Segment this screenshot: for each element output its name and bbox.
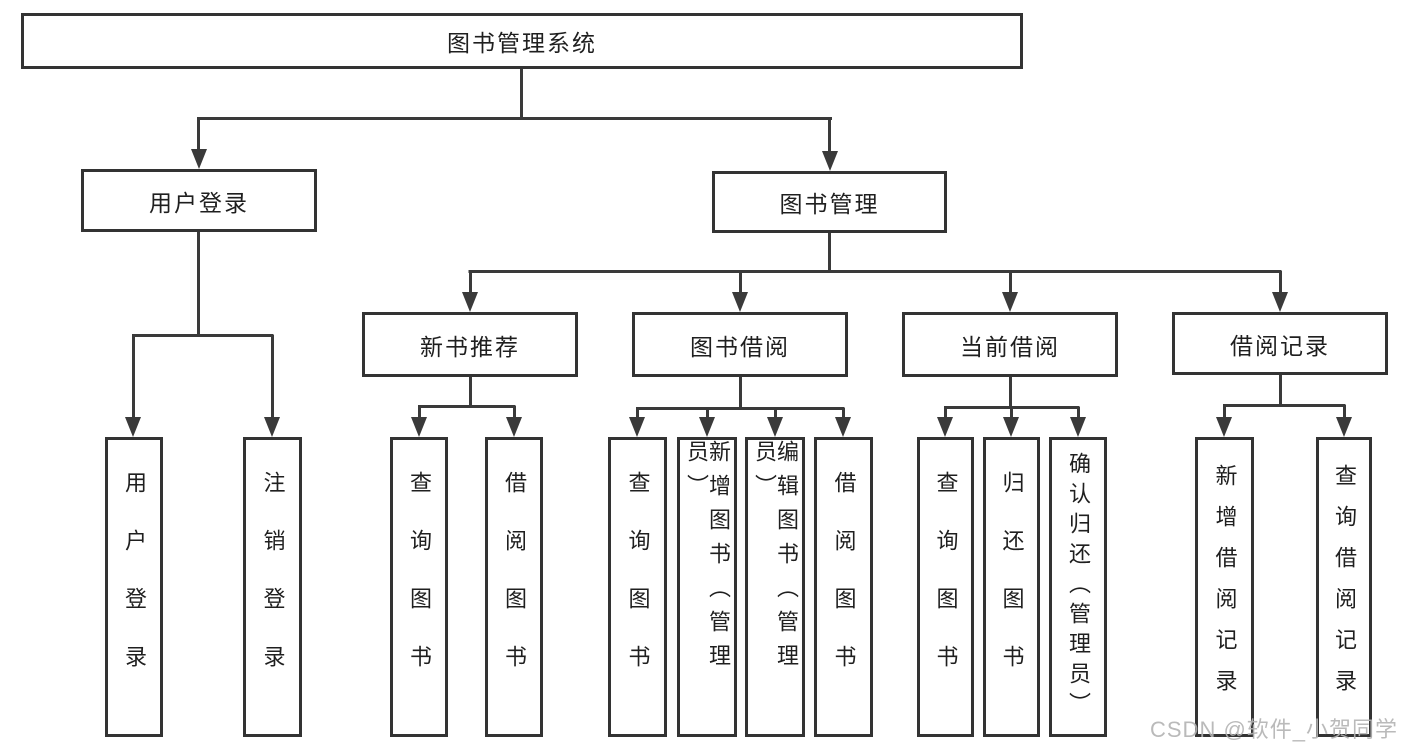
leaf-query-books-recommend-label: 查询图书 [407, 471, 432, 703]
node-user-login: 用户登录 [81, 169, 317, 232]
leaf-borrow-books-recommend: 借阅图书 [485, 437, 543, 737]
node-user-login-label: 用户登录 [149, 189, 249, 216]
leaf-confirm-return-admin: 确认归还（管理员） [1049, 437, 1107, 737]
leaf-add-borrow-record: 新增借阅记录 [1195, 437, 1254, 737]
node-new-book-recommend: 新书推荐 [362, 312, 578, 377]
leaf-query-borrow-record-label: 查询借阅记录 [1332, 464, 1357, 710]
leaf-query-books-recommend: 查询图书 [390, 437, 448, 737]
leaf-return-books-label: 归还图书 [999, 471, 1025, 703]
leaf-borrow-books-label: 借阅图书 [831, 471, 857, 703]
node-borrowing-records-label: 借阅记录 [1230, 332, 1330, 359]
leaf-logout: 注销登录 [243, 437, 302, 737]
leaf-confirm-return-admin-label: 确认归还（管理员） [1066, 452, 1091, 722]
leaf-return-books: 归还图书 [983, 437, 1040, 737]
leaf-query-books-borrowing: 查询图书 [608, 437, 667, 737]
node-current-borrowing-label: 当前借阅 [960, 333, 1060, 360]
leaf-query-books-borrowing-label: 查询图书 [625, 471, 651, 703]
leaf-logout-label: 注销登录 [260, 471, 286, 703]
node-book-management-label: 图书管理 [779, 191, 880, 217]
csdn-watermark: CSDN @软件_小贺同学 [1150, 717, 1399, 742]
leaf-query-books-current-label: 查询图书 [933, 471, 959, 703]
node-borrowing-records: 借阅记录 [1172, 312, 1388, 375]
leaf-query-books-current: 查询图书 [917, 437, 974, 737]
node-system-root: 图书管理系统 [21, 13, 1023, 69]
leaf-add-books-admin-label: 新增图书（管理员） [684, 440, 731, 678]
node-book-borrowing: 图书借阅 [632, 312, 848, 377]
leaf-edit-books-admin-label: 编辑图书（管理员） [752, 440, 799, 678]
leaf-query-borrow-record: 查询借阅记录 [1316, 437, 1372, 737]
node-book-borrowing-label: 图书借阅 [690, 333, 790, 360]
leaf-add-borrow-record-label: 新增借阅记录 [1212, 464, 1238, 710]
node-new-book-recommend-label: 新书推荐 [420, 333, 520, 360]
node-system-root-label: 图书管理系统 [447, 30, 597, 56]
leaf-borrow-books-recommend-label: 借阅图书 [502, 471, 527, 703]
leaf-user-login: 用户登录 [105, 437, 163, 737]
node-current-borrowing: 当前借阅 [902, 312, 1118, 377]
leaf-edit-books-admin: 编辑图书（管理员） [745, 437, 805, 737]
node-book-management: 图书管理 [712, 171, 947, 233]
leaf-add-books-admin: 新增图书（管理员） [677, 437, 737, 737]
leaf-user-login-label: 用户登录 [122, 471, 147, 703]
leaf-borrow-books: 借阅图书 [814, 437, 873, 737]
